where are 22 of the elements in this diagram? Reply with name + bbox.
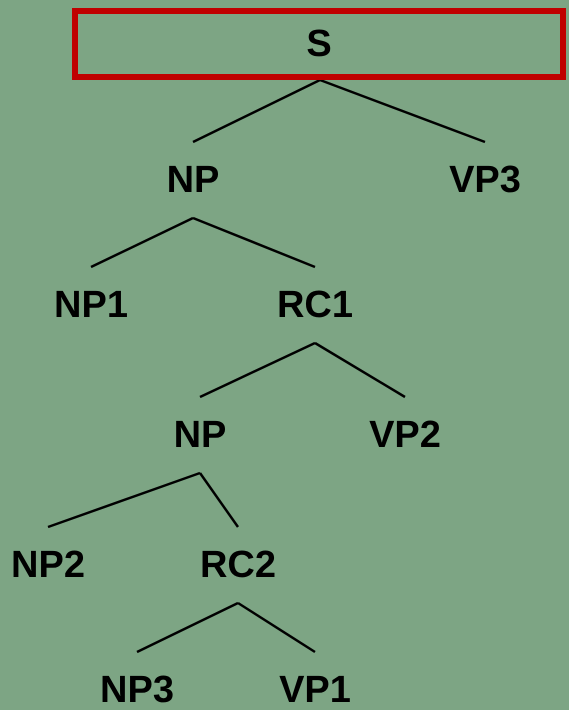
highlighted-root-box — [72, 8, 566, 80]
tree-branch-line — [90, 216, 194, 268]
tree-branch-line — [199, 342, 316, 398]
tree-branch-line — [320, 78, 486, 144]
node-label: NP2 — [11, 547, 85, 583]
tree-branch-line — [136, 602, 239, 654]
node-label: NP — [166, 162, 220, 198]
node-label: RC2 — [200, 547, 276, 583]
node-label: NP — [174, 417, 226, 453]
tree-branch-line — [192, 78, 321, 144]
node-label: VP2 — [369, 417, 441, 453]
node-label: VP1 — [279, 672, 351, 708]
node-label: NP3 — [100, 672, 174, 708]
tree-branch-line — [314, 342, 406, 398]
tree-branch-line — [192, 216, 316, 268]
tree-branch-line — [48, 472, 200, 528]
node-label: VP3 — [449, 162, 521, 198]
node-label: S — [306, 26, 332, 62]
node-label: RC1 — [276, 287, 354, 323]
node-label: NP1 — [54, 287, 128, 323]
tree-branch-line — [198, 472, 240, 528]
tree-branch-line — [237, 602, 316, 654]
